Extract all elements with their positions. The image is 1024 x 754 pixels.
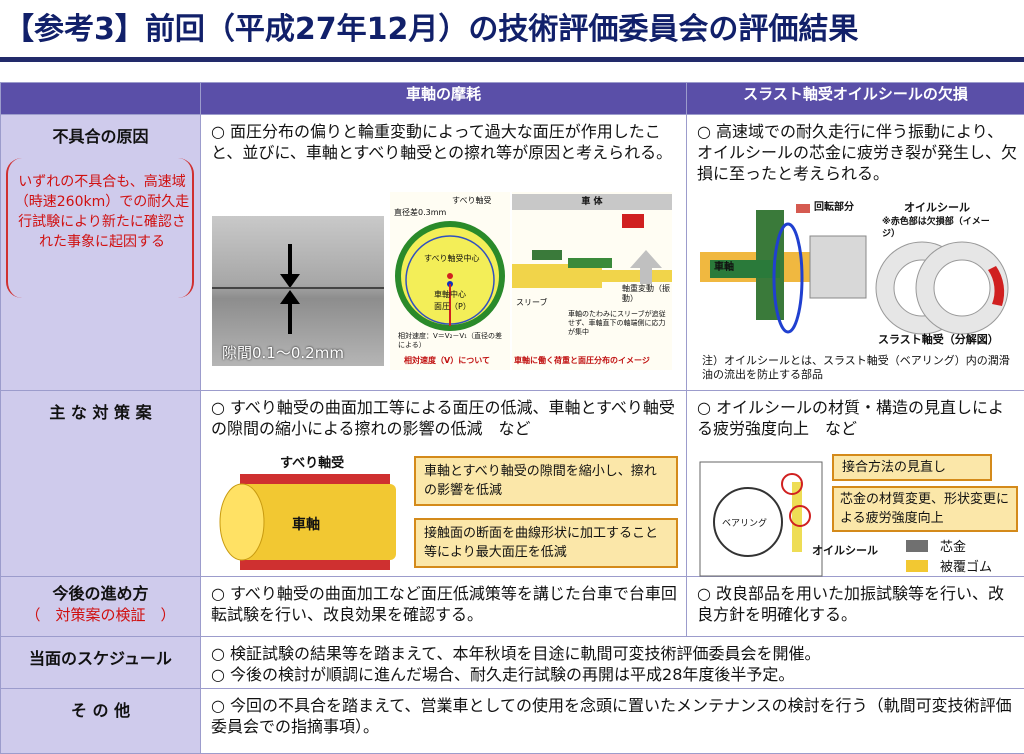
- bearing-axle-figure: すべり軸受 車軸: [212, 452, 408, 580]
- bearing-axle-diagram: [219, 474, 396, 570]
- fig-rotating-label: 回転部分: [814, 202, 854, 213]
- other-cell: ○ 今回の不具合を踏まえて、営業車としての使用を念頭に置いたメンテナンスの検討を…: [200, 688, 1024, 754]
- other-text: ○ 今回の不具合を踏まえて、営業車としての使用を念頭に置いたメンテナンスの検討を…: [211, 696, 1012, 736]
- bearing-circle-diagram: [395, 221, 505, 331]
- legend-core: [906, 540, 928, 552]
- label-schedule: 当面のスケジュール: [0, 636, 201, 689]
- thrust-bearing-diagram: [700, 204, 1009, 335]
- next-seal-cell: ○ 改良部品を用いた加振試験等を行い、改良方針を明確化する。: [686, 576, 1024, 637]
- fig-sleeve-label: スリーブ: [516, 298, 548, 307]
- header-row: 車軸の摩耗 スラスト軸受オイルシールの欠損: [0, 82, 1024, 115]
- fig-seal-axle-label: 車軸: [714, 262, 734, 273]
- label-next: 今後の進め方 （ 対策案の検証 ）: [0, 576, 201, 637]
- header-seal: スラスト軸受オイルシールの欠損: [686, 82, 1024, 115]
- fig2-caption: 車軸に働く荷重と面圧分布のイメージ: [514, 356, 650, 365]
- measure-box1: 車軸とすべり軸受の隙間を縮小し、擦れの影響を低減: [414, 456, 678, 506]
- row-other: そ の 他 ○ 今回の不具合を踏まえて、営業車としての使用を念頭に置いたメンテナ…: [0, 688, 1024, 754]
- legend-core-label: 芯金: [940, 540, 967, 555]
- load-diagram: [512, 214, 672, 288]
- measure-bearing-label: すべり軸受: [280, 456, 345, 471]
- cause-axle-text: ○ 面圧分布の偏りと輪重変動によって過大な面圧が作用したこと、並びに、車軸とすべ…: [211, 122, 673, 162]
- label-cause: 不具合の原因: [0, 114, 201, 391]
- body-bar: 車 体: [512, 194, 672, 210]
- fig-thrust-label: スラスト軸受（分解図）: [878, 333, 999, 346]
- seal-footnote: 注）オイルシールとは、スラスト軸受（ベアリング）内の潤滑油の流出を防止する部品: [702, 354, 1010, 381]
- schedule-line1: ○ 検証試験の結果等を踏まえて、本年秋頃を目途に軌間可変技術評価委員会を開催。: [211, 644, 821, 663]
- red-bracket: [6, 158, 194, 298]
- load-distribution-figure: 車 体 軸重変動（振動） スリーブ 車軸のたわみにスリーブが追従せず、車軸直下の…: [512, 192, 672, 370]
- gap-photo: 隙間0.1～0.2mm: [212, 216, 384, 366]
- fig-axleload-label: 軸重変動（振動）: [622, 284, 670, 303]
- cause-note: いずれの不具合も、高速域（時速260km）での耐久走行試験により新たに確認された…: [14, 174, 190, 250]
- fig-rednote-label: ※赤色部は欠損部（イメージ）: [882, 217, 990, 239]
- measure-axle-label: 車軸: [292, 517, 320, 533]
- oil-seal-diagram: [699, 461, 823, 577]
- legend-rubber-label: 被覆ゴム: [940, 560, 993, 575]
- seal-box1: 接合方法の見直し: [832, 454, 992, 481]
- thrust-bearing-figure: 回転部分 オイルシール ※赤色部は欠損部（イメージ） 車軸 スラスト軸受（分解図…: [700, 196, 1014, 346]
- fig-axle-center-label: 車軸中心: [434, 290, 466, 299]
- next-sub-label: （ 対策案の検証 ）: [25, 606, 176, 624]
- next-axle-text: ○ すべり軸受の曲面加工など面圧低減策等を講じた台車で台車回転試験を行い、改良効…: [211, 584, 677, 624]
- fig-diam-label: 直径差0.3mm: [394, 208, 447, 217]
- measure-seal-text: ○ オイルシールの材質・構造の見直しによる疲労強度向上 など: [697, 398, 1005, 438]
- next-axle-cell: ○ すべり軸受の曲面加工など面圧低減策等を講じた台車で台車回転試験を行い、改良効…: [200, 576, 687, 637]
- bearing2-label: ベアリング: [722, 519, 768, 529]
- schedule-line2: ○ 今後の検討が順調に進んだ場合、耐久走行試験の再開は平成28年度後半予定。: [211, 665, 795, 684]
- next-seal-text: ○ 改良部品を用いた加振試験等を行い、改良方針を明確化する。: [697, 584, 1005, 624]
- fig-pressure-label: 面圧（P）: [434, 302, 471, 311]
- legend-rubber: [906, 560, 928, 572]
- page-title: 【参考3】前回（平成27年12月）の技術評価委員会の評価結果: [4, 12, 859, 47]
- row-next: 今後の進め方 （ 対策案の検証 ） ○ すべり軸受の曲面加工など面圧低減策等を講…: [0, 576, 1024, 637]
- cause-seal-text: ○ 高速域での耐久走行に伴う振動により、オイルシールの芯金に疲労き裂が発生し、欠…: [697, 122, 1018, 183]
- measure-box2: 接触面の断面を曲線形状に加工すること等により最大面圧を低減: [414, 518, 678, 568]
- label-other: そ の 他: [0, 688, 201, 754]
- fig-oilseal-label: オイルシール: [904, 201, 970, 214]
- seal-box2: 芯金の材質変更、形状変更による疲労強度向上: [832, 486, 1018, 532]
- header-axle: 車軸の摩耗: [200, 82, 687, 115]
- header-empty: [0, 82, 201, 115]
- oilseal-legend-label: オイルシール: [812, 544, 878, 557]
- fig1-caption: 相対速度（V）について: [404, 356, 490, 365]
- row-schedule: 当面のスケジュール ○ 検証試験の結果等を踏まえて、本年秋頃を目途に軌間可変技術…: [0, 636, 1024, 689]
- measure-axle-text: ○ すべり軸受の曲面加工等による面圧の低減、車軸とすべり軸受の隙間の縮小による擦…: [211, 398, 675, 438]
- title-rule: [0, 57, 1024, 62]
- fig-axle-note: 車軸のたわみにスリーブが追従せず、車軸直下の軸端側に応力が集中: [568, 310, 666, 336]
- gap-arrows: [212, 244, 384, 334]
- label-measure: 主 な 対 策 案: [0, 390, 201, 577]
- gap-label: 隙間0.1～0.2mm: [222, 344, 344, 362]
- fig-relspeed-label: 相対速度：V＝V₂－V₁（直径の差による）: [398, 332, 502, 349]
- fig-bearing-label: すべり軸受: [452, 196, 492, 205]
- relative-speed-figure: 直径差0.3mm すべり軸受 すべり軸受中心 車軸中心 面圧（P） 相対速度：V…: [390, 192, 510, 370]
- fig-bearing-center-label: すべり軸受中心: [424, 254, 480, 263]
- oil-seal-figure: ベアリング: [696, 458, 826, 580]
- schedule-cell: ○ 検証試験の結果等を踏まえて、本年秋頃を目途に軌間可変技術評価委員会を開催。 …: [200, 636, 1024, 689]
